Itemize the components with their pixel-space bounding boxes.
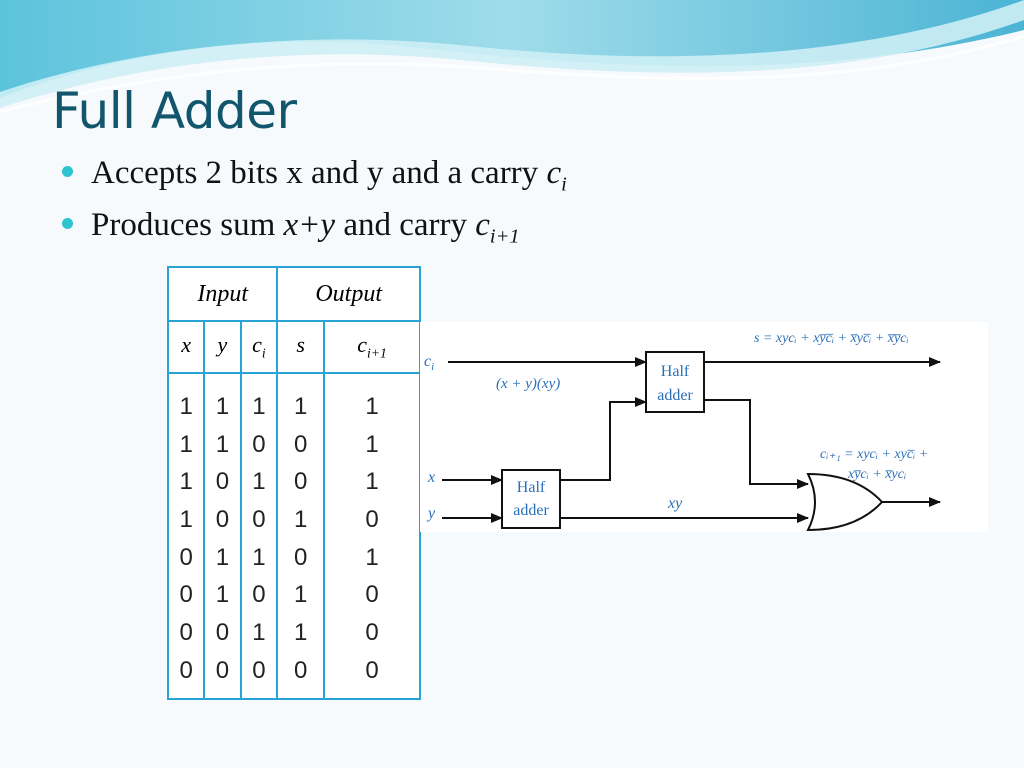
column-header-x: x	[166, 320, 206, 374]
column-y-values: 1 1 0 0 1 1 0 0	[203, 372, 242, 700]
full-adder-circuit-diagram: Half adder Half adder ci x y (x + y)(xy)…	[420, 322, 988, 532]
bullet-text: Accepts 2 bits x and y and a carry	[91, 155, 547, 191]
table-cell: 0	[252, 656, 266, 684]
half-adder-2-box	[645, 351, 705, 413]
table-cell: 0	[215, 656, 230, 684]
table-cell: 1	[215, 581, 230, 609]
bullet-dot-icon	[62, 165, 73, 177]
carry-equation-line-1: cᵢ₊₁ = xycᵢ + xyc̅ᵢ +	[820, 447, 928, 462]
table-cell: 0	[365, 581, 379, 609]
table-cell: 0	[294, 656, 308, 684]
half-adder-1-label-2: adder	[513, 502, 549, 519]
half-adder-1-label-1: Half	[517, 479, 546, 496]
input-y-label: y	[426, 505, 436, 522]
half-adder-2-label-2: adder	[657, 387, 693, 404]
half-adder-1-box	[501, 469, 561, 529]
table-cell: 0	[365, 656, 379, 684]
bullet-sum-output: Produces sum x+y and carry ci+1	[62, 207, 520, 249]
carry-variable: c	[475, 207, 490, 243]
table-cell: 1	[179, 393, 193, 420]
table-cell: 0	[294, 468, 308, 496]
column-header-y: y	[203, 320, 242, 374]
table-cell: 1	[252, 393, 266, 420]
half-adder-2-label-1: Half	[661, 363, 690, 380]
table-cell: 1	[215, 430, 230, 458]
table-cell: 1	[294, 619, 308, 647]
table-cell: 1	[294, 581, 308, 609]
sum-expression: x+y	[283, 207, 336, 243]
carry-subscript: i	[561, 173, 567, 196]
or-gate	[806, 472, 884, 532]
table-cell: 0	[252, 430, 266, 458]
bullet-text-mid: and carry	[335, 207, 476, 243]
column-header-ci: ci	[239, 320, 279, 374]
carry-variable: c	[546, 155, 562, 191]
header-wave-decoration	[0, 0, 1024, 114]
column-header-s: s	[276, 320, 326, 374]
table-cell: 1	[294, 393, 308, 420]
output-group-header: Output	[276, 266, 421, 322]
sum-equation: s = xycᵢ + xy̅c̅ᵢ + x̅yc̅ᵢ + x̅y̅cᵢ	[754, 331, 909, 346]
column-ci-values: 1 0 1 0 1 0 1 0	[239, 372, 279, 700]
carry-equation-line-2: xy̅cᵢ + x̅ycᵢ	[847, 467, 906, 482]
table-cell: 0	[252, 581, 266, 609]
wire-half-sum	[560, 397, 647, 481]
table-cell: 1	[365, 468, 379, 496]
table-cell: 1	[252, 619, 266, 647]
table-cell: 0	[179, 543, 193, 571]
wire-label-carry: xy	[667, 495, 683, 512]
table-cell: 1	[365, 393, 379, 420]
bullet-carry-input: Accepts 2 bits x and y and a carry ci	[62, 155, 567, 197]
wire-carry-2	[704, 399, 809, 489]
table-cell: 1	[365, 543, 379, 571]
table-cell: 0	[215, 506, 230, 534]
input-x-label: x	[427, 469, 435, 486]
wire-label-sum: (x + y)(xy)	[496, 376, 560, 392]
table-cell: 0	[252, 506, 266, 534]
bullet-dot-icon	[62, 217, 73, 229]
table-cell: 1	[294, 506, 308, 534]
bullet-text: Produces sum	[91, 207, 284, 243]
table-cell: 1	[252, 543, 266, 571]
table-cell: 1	[252, 468, 266, 496]
table-cell: 0	[215, 619, 230, 647]
table-cell: 1	[179, 430, 193, 458]
column-x-values: 1 1 1 1 0 0 0 0	[166, 372, 206, 700]
table-cell: 0	[215, 468, 230, 496]
table-cell: 0	[365, 506, 379, 534]
table-cell: 1	[215, 393, 230, 420]
carry-out-subscript: i+1	[489, 225, 520, 248]
table-cell: 0	[179, 581, 193, 609]
table-cell: 0	[294, 543, 308, 571]
input-group-header: Input	[166, 266, 279, 322]
table-cell: 1	[365, 430, 379, 458]
table-cell: 0	[294, 430, 308, 458]
table-cell: 0	[365, 619, 379, 647]
table-cell: 1	[215, 543, 230, 571]
table-cell: 0	[179, 619, 193, 647]
slide-title: Full Adder	[52, 82, 297, 140]
column-ci1-values: 1 1 1 0 1 0 0 0	[323, 372, 421, 700]
input-ci-label: ci	[424, 353, 434, 373]
column-header-ci1: ci+1	[323, 320, 421, 374]
table-cell: 0	[179, 656, 193, 684]
table-cell: 1	[179, 468, 193, 496]
column-s-values: 1 0 0 1 0 1 1 0	[276, 372, 326, 700]
table-cell: 1	[179, 506, 193, 534]
